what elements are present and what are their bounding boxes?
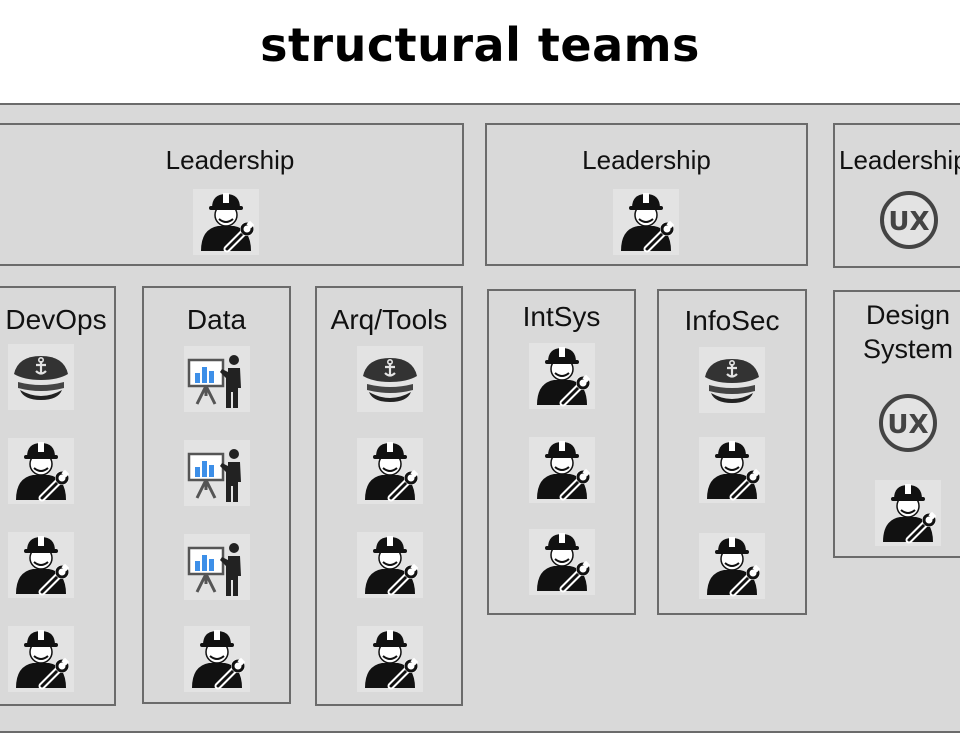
- team-label-infosec: InfoSec: [684, 305, 780, 336]
- team-box-data: Data: [142, 286, 291, 704]
- team-label-devops: DevOps: [5, 304, 107, 335]
- captain-hat-icon: [699, 347, 765, 413]
- team-box-arq-tools: Arq/Tools: [315, 286, 463, 706]
- engineer-icon: [529, 437, 595, 503]
- engineer-icon: [357, 438, 423, 504]
- team-label-arq-tools: Arq/Tools: [330, 304, 448, 335]
- engineer-icon: [8, 532, 74, 598]
- team-label-line: Design: [865, 300, 951, 330]
- team-box-devops: DevOps: [0, 286, 116, 706]
- team-box-intsys: IntSys: [487, 289, 636, 615]
- ux-badge-icon: [876, 187, 942, 253]
- leadership-label: Leadership: [582, 145, 711, 175]
- engineer-icon: [699, 437, 765, 503]
- team-box-infosec: InfoSec: [657, 289, 807, 615]
- leadership-box-1: Leadership: [0, 123, 464, 266]
- team-label-data: Data: [186, 304, 247, 335]
- page-title: structural teams: [260, 18, 700, 72]
- engineer-icon: [613, 189, 679, 255]
- presenter-chart-icon: [184, 346, 250, 412]
- leadership-label: Leadership: [165, 145, 295, 175]
- engineer-icon: [184, 626, 250, 692]
- engineer-icon: [875, 480, 941, 546]
- engineer-icon: [699, 533, 765, 599]
- leadership-box-3: Leadership: [833, 123, 960, 268]
- engineer-icon: [8, 626, 74, 692]
- team-label-line: System: [862, 334, 954, 364]
- leadership-box-2: Leadership: [485, 123, 808, 266]
- engineer-icon: [8, 438, 74, 504]
- captain-hat-icon: [357, 346, 423, 412]
- engineer-icon: [529, 529, 595, 595]
- engineer-icon: [357, 626, 423, 692]
- captain-hat-icon: [8, 344, 74, 410]
- leadership-label: Leadership: [839, 145, 960, 175]
- presenter-chart-icon: [184, 534, 250, 600]
- team-label-design-system: Design System: [835, 298, 960, 366]
- ux-badge-icon: [875, 390, 941, 456]
- engineer-icon: [357, 532, 423, 598]
- team-label-intsys: IntSys: [522, 301, 601, 332]
- team-box-design-system: Design System: [833, 290, 960, 558]
- presenter-chart-icon: [184, 440, 250, 506]
- engineer-icon: [529, 343, 595, 409]
- engineer-icon: [193, 189, 259, 255]
